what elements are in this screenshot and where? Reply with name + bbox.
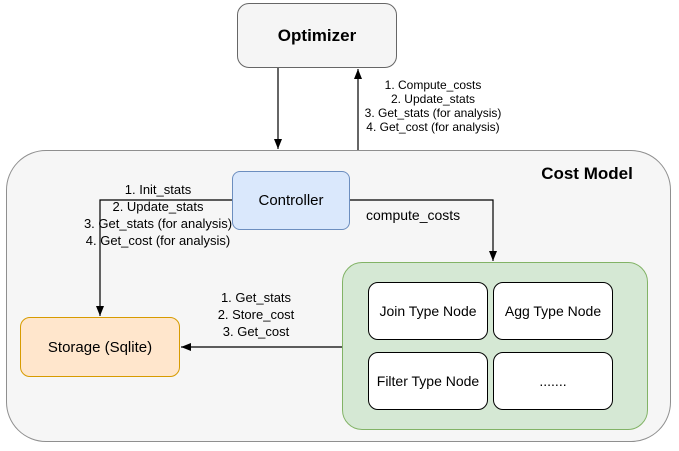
storage-node: Storage (Sqlite) [20, 317, 180, 377]
edge-label-line: 3. Get_stats (for analysis) [364, 106, 502, 120]
storage-label: Storage (Sqlite) [47, 338, 153, 356]
join-type-node-label: Join Type Node [379, 303, 477, 319]
edge-label-line: 2. Store_cost [217, 307, 295, 322]
edge-label-line: 1. Get_stats [220, 290, 292, 305]
edge-label-compute-costs: compute_costs [366, 207, 461, 223]
edge-label-line: 1. Init_stats [124, 182, 192, 197]
optimizer-node: Optimizer [237, 3, 397, 68]
optimizer-label: Optimizer [277, 25, 357, 45]
cost-model-title: Cost Model [541, 164, 633, 183]
edge-label-line: 1. Compute_costs [384, 78, 482, 92]
edge-label-line: 2. Update_stats [390, 92, 476, 106]
agg-type-node-label: Agg Type Node [504, 303, 602, 319]
edge-label-line: 3. Get_cost [222, 324, 290, 339]
join-type-node: Join Type Node [368, 282, 488, 340]
edge-label-controller-storage: 1. Init_stats 2. Update_stats 3. Get_sta… [75, 181, 241, 249]
controller-label: Controller [258, 192, 324, 209]
more-types-node: ....... [493, 352, 613, 410]
more-types-node-label: ....... [539, 373, 567, 389]
filter-type-node-label: Filter Type Node [376, 373, 480, 389]
edge-label-line: 2. Update_stats [112, 199, 204, 214]
edge-label-line: 3. Get_stats (for analysis) [83, 216, 233, 231]
filter-type-node: Filter Type Node [368, 352, 488, 410]
edge-controller-to-storage-arrow [96, 199, 232, 316]
agg-type-node: Agg Type Node [493, 282, 613, 340]
edge-label-nodes-storage: 1. Get_stats 2. Store_cost 3. Get_cost [196, 289, 316, 340]
edge-label-optimizer-costmodel: 1. Compute_costs 2. Update_stats 3. Get_… [358, 78, 508, 134]
edge-label-line: 4. Get_cost (for analysis) [366, 120, 500, 134]
edge-label-line: 4. Get_cost (for analysis) [85, 233, 231, 248]
edge-controller-to-nodegroup-arrow [350, 199, 497, 261]
controller-node: Controller [232, 171, 350, 230]
